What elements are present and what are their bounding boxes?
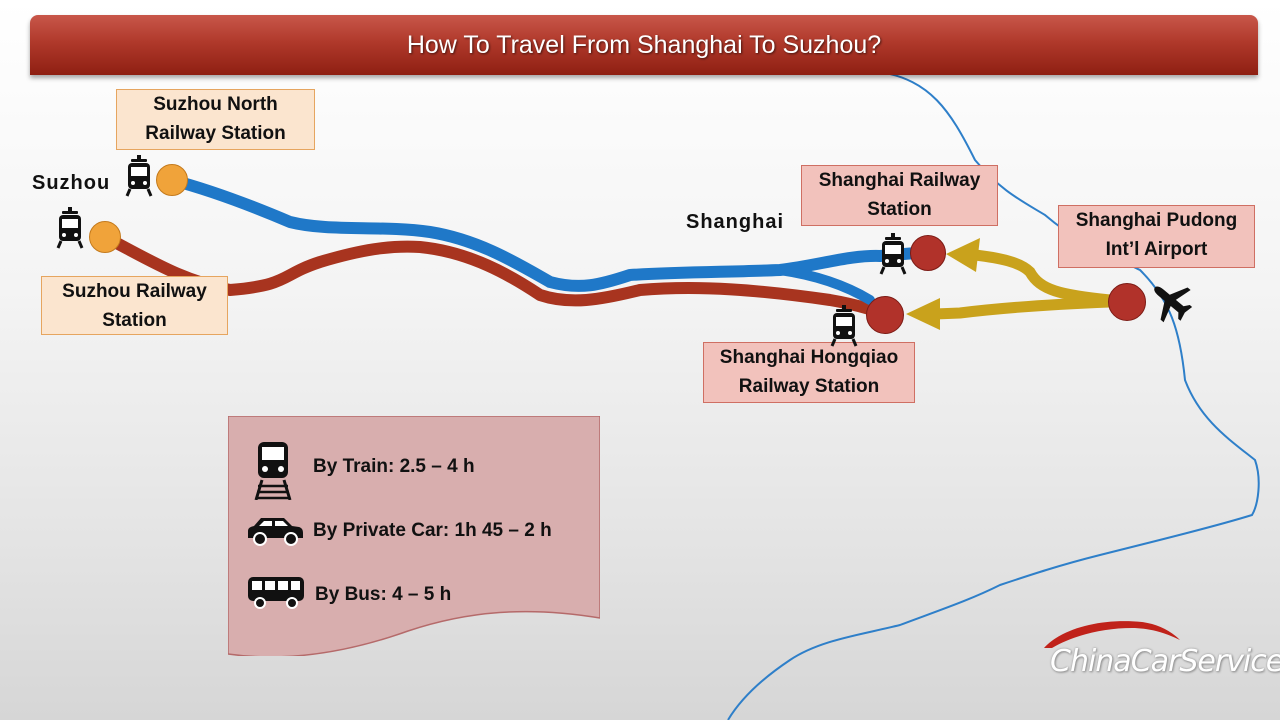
gold-arrowhead-lower bbox=[906, 298, 940, 330]
label-suzhou-north-line1: Suzhou North bbox=[153, 94, 278, 115]
red-route bbox=[99, 231, 891, 319]
node-shanghai-railway[interactable] bbox=[910, 235, 946, 271]
train-icon bbox=[254, 442, 292, 500]
legend-box: By Train: 2.5 – 4 h By Private Car: 1h 4… bbox=[228, 416, 600, 656]
car-icon bbox=[248, 518, 303, 546]
legend-background bbox=[228, 416, 600, 656]
legend-car-label: By Private Car: 1h 45 – 2 h bbox=[313, 520, 552, 541]
legend-bus-label: By Bus: 4 – 5 h bbox=[315, 584, 452, 605]
train-icon bbox=[56, 207, 84, 249]
bus-icon bbox=[248, 577, 304, 609]
label-suzhou-railway: Suzhou Railway Station bbox=[41, 276, 228, 335]
label-suzhou-railway-line2: Station bbox=[102, 310, 167, 331]
river bbox=[727, 71, 1260, 720]
page-title: How To Travel From Shanghai To Suzhou? bbox=[30, 15, 1258, 75]
logo-text: ChinaCarService bbox=[1050, 644, 1280, 679]
label-shanghai-hongqiao: Shanghai Hongqiao Railway Station bbox=[703, 342, 915, 403]
label-pudong-airport: Shanghai Pudong Int’l Airport bbox=[1058, 205, 1255, 268]
logo-swoosh bbox=[1044, 621, 1180, 648]
city-label-shanghai: Shanghai bbox=[686, 211, 785, 233]
label-suzhou-north: Suzhou North Railway Station bbox=[116, 89, 315, 150]
label-shanghai-hongqiao-line2: Railway Station bbox=[738, 376, 880, 397]
node-pudong-airport[interactable] bbox=[1108, 283, 1146, 321]
city-label-suzhou: Suzhou bbox=[32, 172, 111, 194]
train-icon bbox=[830, 305, 858, 347]
train-icon bbox=[879, 233, 907, 275]
label-pudong-airport-line1: Shanghai Pudong bbox=[1075, 210, 1238, 231]
legend-train-label: By Train: 2.5 – 4 h bbox=[313, 456, 475, 477]
gold-route-upper bbox=[969, 249, 1116, 306]
label-suzhou-north-line2: Railway Station bbox=[145, 123, 286, 144]
label-shanghai-railway-line2: Station bbox=[867, 199, 932, 220]
node-suzhou-railway[interactable] bbox=[89, 221, 121, 253]
label-shanghai-hongqiao-line1: Shanghai Hongqiao bbox=[719, 347, 899, 368]
train-icon bbox=[125, 155, 153, 197]
airplane-icon bbox=[1154, 286, 1193, 323]
node-shanghai-hongqiao[interactable] bbox=[866, 296, 904, 334]
label-shanghai-railway: Shanghai Railway Station bbox=[801, 165, 998, 226]
label-suzhou-railway-line1: Suzhou Railway bbox=[62, 281, 207, 302]
gold-arrowhead-upper bbox=[946, 238, 980, 272]
label-shanghai-railway-line1: Shanghai Railway bbox=[818, 170, 981, 191]
label-pudong-airport-line2: Int’l Airport bbox=[1105, 239, 1208, 260]
gold-route-lower bbox=[929, 296, 1116, 320]
blue-route-branch bbox=[775, 265, 875, 305]
node-suzhou-north[interactable] bbox=[156, 164, 188, 196]
